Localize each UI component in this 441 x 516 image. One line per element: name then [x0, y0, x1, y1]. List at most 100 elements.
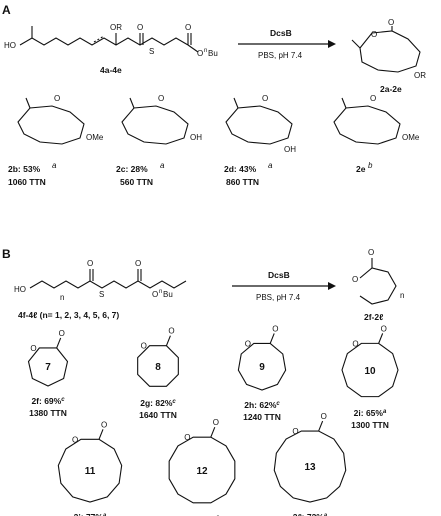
enzyme-a: DcsB: [270, 28, 292, 38]
ttn-label: 1640 TTN: [139, 410, 177, 420]
ring-size-label: 7: [45, 362, 51, 373]
conditions-a: PBS, pH 7.4: [258, 51, 303, 60]
panel-label-b: B: [2, 247, 11, 261]
carbonyl-bond: [378, 333, 384, 344]
svg-text:O: O: [368, 248, 374, 257]
yield-2c: 2c: 28%: [116, 164, 148, 174]
atom-o-carbonyl: O: [272, 324, 278, 333]
atom-o-ring: O: [245, 339, 251, 348]
svg-text:Bu: Bu: [163, 290, 173, 299]
atom-o-ring: O: [30, 344, 36, 353]
ring-size-label: 12: [196, 466, 208, 477]
ttn-label: 1240 TTN: [243, 412, 281, 422]
ring-13: [273, 430, 347, 503]
atom-or: OR: [110, 23, 122, 32]
svg-text:O: O: [352, 275, 358, 284]
product-2e: O OMe 2e b: [333, 94, 420, 174]
ring-size-label: 9: [259, 362, 265, 373]
product-2d: O OH 2d: 43% a 860 TTN: [224, 94, 296, 187]
panel-label-a: A: [2, 3, 11, 17]
svg-text:O: O: [370, 94, 376, 103]
svg-text:OMe: OMe: [402, 133, 420, 142]
svg-text:a: a: [160, 161, 165, 170]
arrow-b: DcsB PBS, pH 7.4: [232, 270, 336, 302]
atom-ho: HO: [4, 41, 16, 50]
ring-size-label: 11: [85, 466, 96, 477]
svg-text:O: O: [152, 290, 158, 299]
product-2c: O OH 2c: 28% a 560 TTN: [116, 94, 202, 187]
atom-o-ring: O: [352, 339, 358, 348]
carbonyl-bond: [98, 429, 104, 440]
svg-text:n: n: [400, 291, 404, 300]
ring-12: [168, 436, 236, 504]
yield-2b: 2b: 53%: [8, 164, 41, 174]
svg-text:O: O: [135, 259, 141, 268]
ttn-2b: 1060 TTN: [8, 177, 46, 187]
product-2b: O OMe 2b: 53% a 1060 TTN: [8, 94, 104, 187]
label-4f-4l: 4f-4ℓ (n= 1, 2, 3, 4, 5, 6, 7): [18, 310, 119, 320]
atom-o-ring: O: [184, 433, 190, 442]
substrate-4f-4l: HO n O S O O n Bu 4f-4ℓ (n= 1, 2, 3, 4, …: [14, 259, 187, 320]
atom-o-carbonyl: O: [168, 327, 174, 336]
atom-or-product: OR: [414, 71, 426, 80]
arrow-a: DcsB PBS, pH 7.4: [238, 28, 336, 60]
atom-o-carbonyl: O: [213, 418, 219, 427]
svg-text:O: O: [87, 259, 93, 268]
ring-10: [341, 342, 399, 398]
svg-text:O: O: [54, 94, 60, 103]
atom-o-alkoxy: O: [197, 49, 203, 58]
enzyme-b: DcsB: [268, 270, 290, 280]
atom-bu: Bu: [208, 49, 218, 58]
svg-text:b: b: [368, 161, 373, 170]
yield-label: 2i: 65%a: [354, 408, 387, 418]
atom-o-carbonyl: O: [59, 329, 65, 338]
ring-size-label: 8: [155, 362, 161, 373]
atom-ho-b: HO: [14, 285, 26, 294]
label-2a-2e: 2a-2e: [380, 84, 402, 94]
svg-text:OMe: OMe: [86, 133, 104, 142]
carbonyl-bond: [210, 426, 216, 438]
substrate-4a-4e: HO OR O S O O n Bu 4a-4e: [4, 23, 218, 75]
yield-label: 2j: 77%a: [74, 512, 107, 516]
ttn-2d: 860 TTN: [226, 177, 259, 187]
yield-2e: 2e: [356, 164, 366, 174]
yield-label: 2f: 69%c: [31, 396, 65, 406]
atom-o-ring-a: O: [371, 30, 377, 39]
ring-size-label: 10: [364, 366, 376, 377]
atom-o-ester: O: [185, 23, 191, 32]
label-2f-2l: 2f-2ℓ: [364, 312, 383, 322]
yield-label: 2h: 62%c: [244, 400, 280, 410]
atom-o-carbonyl: O: [101, 420, 107, 429]
svg-text:OH: OH: [190, 133, 202, 142]
carbonyl-bond: [269, 333, 275, 344]
atom-o-carbonyl: O: [321, 412, 327, 421]
repeat-n: n: [60, 293, 64, 302]
atom-o-carbonyl-a: O: [388, 18, 394, 27]
svg-text:O: O: [158, 94, 164, 103]
yield-2d: 2d: 43%: [224, 164, 257, 174]
carbonyl-bond: [165, 335, 171, 346]
ring-7: [27, 347, 69, 387]
carbonyl-bond: [318, 420, 324, 432]
svg-text:a: a: [52, 161, 57, 170]
atom-o-ring: O: [292, 427, 298, 436]
atom-o-thioester: O: [137, 23, 143, 32]
ttn-label: 1380 TTN: [29, 408, 67, 418]
atom-s-b: S: [99, 290, 104, 299]
svg-text:O: O: [262, 94, 268, 103]
svg-text:n: n: [159, 289, 162, 295]
ttn-2c: 560 TTN: [120, 177, 153, 187]
ring-8: [137, 345, 179, 387]
ttn-label: 1300 TTN: [351, 420, 389, 430]
ring-9: [237, 342, 287, 391]
atom-o-carbonyl: O: [381, 324, 387, 333]
yield-label: 2ℓ: 72%a: [293, 512, 328, 516]
yield-label: 2g: 82%c: [140, 398, 176, 408]
ring-size-label: 13: [304, 462, 316, 473]
conditions-b: PBS, pH 7.4: [256, 293, 301, 302]
atom-o-ring: O: [141, 342, 147, 351]
product-2f-2l: O O n 2f-2ℓ: [352, 248, 404, 322]
atom-n-sup: n: [204, 48, 207, 54]
product-2a-2e: O O OR 2a-2e: [351, 18, 426, 94]
